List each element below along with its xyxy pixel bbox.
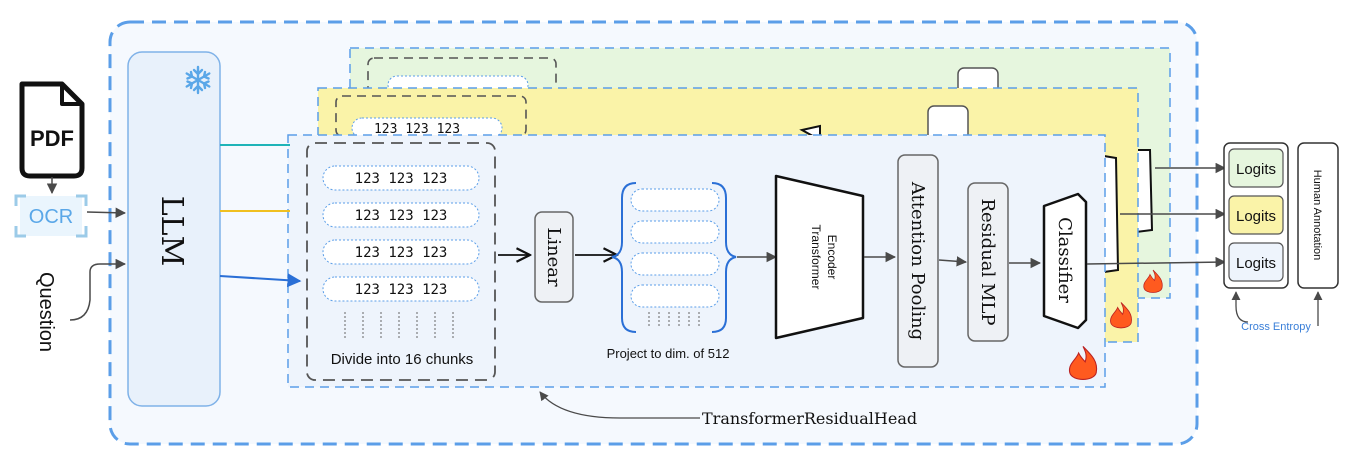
snowflake-icon [185, 65, 211, 95]
left-brace [611, 182, 637, 333]
pdf-label: PDF [30, 126, 74, 151]
attention-pooling-block [897, 154, 939, 368]
projection-ellipsis-lines [648, 312, 700, 328]
token-pill [322, 202, 480, 228]
projection-vector [630, 252, 720, 276]
encoder-label-line2: Encoder [825, 235, 839, 280]
green-fire-icon [1143, 269, 1163, 293]
back-chunk-frame [367, 57, 557, 99]
linear-label: Linear [543, 227, 564, 287]
classifier-block [1042, 192, 1088, 330]
cross-entropy-label: Cross Entropy [1241, 321, 1311, 333]
token-pill-text: 123 123 123 [355, 208, 448, 224]
right-brace [711, 182, 737, 333]
projection-vector [630, 220, 720, 244]
ellipsis-lines [344, 312, 454, 340]
pdf-document-icon [19, 81, 85, 179]
human-annotation-box [1297, 142, 1339, 289]
residual-mlp-label: Residual MLP [977, 198, 998, 325]
llm-block [127, 51, 221, 407]
token-pill [322, 239, 480, 265]
back-classifier-stub [1135, 149, 1154, 233]
projection-vector [630, 284, 720, 308]
residual-mlp-block [967, 182, 1009, 342]
token-pill [322, 276, 480, 302]
yellow-fire-icon [1110, 302, 1132, 329]
logits-label: Logits [1236, 255, 1276, 272]
token-pill [322, 165, 480, 191]
human-annotation-label: Human Annotation [1311, 170, 1323, 261]
projection-vector-list [630, 188, 720, 308]
head-name-label: TransformerResidualHead [702, 409, 917, 428]
projection-vector [630, 188, 720, 212]
chunks-caption: Divide into 16 chunks [331, 351, 474, 368]
ocr-to-llm-arrow [86, 207, 127, 218]
mid-token-pill [351, 117, 503, 139]
project-caption: Project to dim. of 512 [607, 346, 730, 361]
transformer-encoder-block [774, 174, 865, 340]
mid-chunk-frame [335, 95, 527, 137]
llm-to-front-head-arrow [219, 273, 302, 288]
chunks-frame [306, 142, 496, 381]
attention-pooling-label: Attention Pooling [907, 181, 928, 340]
logits-box-blue [1228, 242, 1284, 282]
token-pill-text: 123 123 123 [355, 245, 448, 261]
encoder-label-line1: Transformer [809, 225, 823, 290]
logits-label: Logits [1236, 161, 1276, 178]
classifier-label: Classifier [1054, 217, 1075, 303]
question-label: Question [35, 272, 57, 352]
token-pill-text: 123 123 123 [355, 282, 448, 298]
mid-token-text: 123 123 123 [374, 122, 460, 137]
token-pill-list: 123 123 123 123 123 123 123 123 123 123 … [322, 165, 480, 302]
head-name-pointer-arrow [539, 391, 700, 419]
ocr-scan-icon [14, 194, 88, 238]
llm-label: LLM [154, 196, 189, 267]
front-head-to-logits-arrow [1086, 256, 1227, 268]
logits-label: Logits [1236, 208, 1276, 225]
token-pill-text: 123 123 123 [355, 171, 448, 187]
logits-box-yellow [1228, 195, 1284, 235]
linear-block [534, 211, 574, 303]
mid-classifier-stub [1103, 155, 1120, 273]
attention-to-mlp-arrow [938, 256, 968, 267]
ocr-label: OCR [29, 206, 73, 228]
question-to-llm-arrow [69, 258, 127, 321]
cross-entropy-left-arrow [1231, 291, 1249, 323]
logits-box-green [1228, 148, 1284, 188]
fire-icon [1068, 346, 1098, 380]
